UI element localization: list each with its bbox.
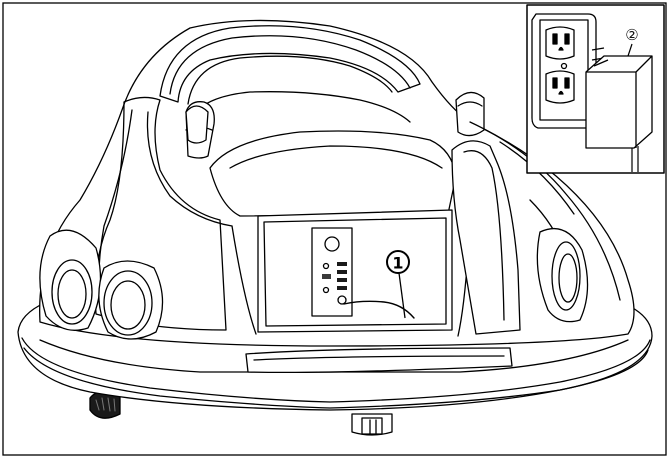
callout-1: 1 [386,250,410,319]
right-bumper-light [536,227,589,323]
bumper-car [17,19,653,436]
power-switch-icon [324,236,340,252]
control-panel-recess [257,209,453,333]
inset-outlet-adapter [526,4,665,174]
callout-1-label: 1 [392,254,403,273]
charging-cable [343,300,415,319]
control-panel [311,227,353,317]
callout-2: ② [625,26,639,57]
front-bumper-slot [245,347,513,374]
lower-receptacle [545,70,575,104]
upper-receptacle [545,26,575,60]
left-bumper-light-inner [98,260,164,340]
charging-port-icon [337,295,347,305]
left-bumper-light-outer [39,229,102,331]
rear-caster [351,413,393,436]
power-adapter [585,55,653,149]
left-joystick-knob [185,105,209,144]
right-joystick-knob [455,91,485,137]
callout-2-label: ② [625,26,638,44]
